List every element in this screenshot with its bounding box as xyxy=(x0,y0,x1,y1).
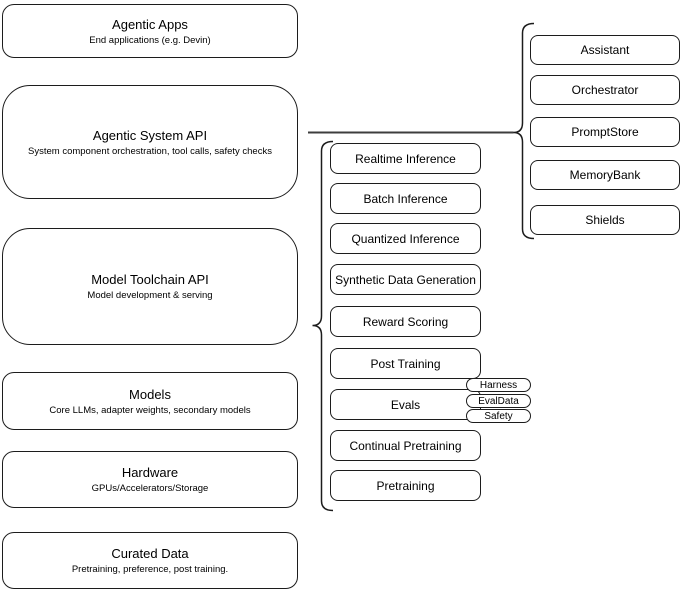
box-quantized-inference: Quantized Inference xyxy=(330,223,481,254)
box-agentic-system-api: Agentic System API System component orch… xyxy=(2,85,298,199)
box-reward-scoring: Reward Scoring xyxy=(330,306,481,337)
components-group-brace xyxy=(513,22,535,240)
box-subtitle: Model development & serving xyxy=(87,290,213,301)
box-pretraining: Pretraining xyxy=(330,470,481,501)
box-evals: Evals xyxy=(330,389,481,420)
box-label: Evals xyxy=(390,397,421,412)
pill-safety: Safety xyxy=(466,409,531,423)
box-title: Hardware xyxy=(121,465,179,480)
box-curated-data: Curated Data Pretraining, preference, po… xyxy=(2,532,298,589)
box-label: Continual Pretraining xyxy=(349,438,462,453)
box-title: Models xyxy=(129,386,171,402)
box-label: MemoryBank xyxy=(569,168,641,182)
box-subtitle: Pretraining, preference, post training. xyxy=(71,564,229,575)
box-subtitle: System component orchestration, tool cal… xyxy=(28,145,272,157)
box-label: Pretraining xyxy=(376,478,435,493)
box-memorybank: MemoryBank xyxy=(530,160,680,190)
box-title: Model Toolchain API xyxy=(91,272,209,287)
box-label: Realtime Inference xyxy=(355,151,456,166)
box-subtitle: End applications (e.g. Devin) xyxy=(89,34,211,46)
box-title: Agentic Apps xyxy=(112,16,188,32)
pill-label: Harness xyxy=(479,379,518,391)
box-label: Quantized Inference xyxy=(351,231,460,246)
box-label: PromptStore xyxy=(571,125,639,139)
box-batch-inference: Batch Inference xyxy=(330,183,481,214)
box-title: Curated Data xyxy=(111,546,189,561)
box-label: Post Training xyxy=(370,356,441,371)
box-model-toolchain-api: Model Toolchain API Model development & … xyxy=(2,228,298,345)
box-promptstore: PromptStore xyxy=(530,117,680,147)
box-subtitle: Core LLMs, adapter weights, secondary mo… xyxy=(49,404,251,416)
pill-harness: Harness xyxy=(466,378,531,392)
box-continual-pretraining: Continual Pretraining xyxy=(330,430,481,461)
box-synthetic-data-generation: Synthetic Data Generation xyxy=(330,264,481,295)
pill-evaldata: EvalData xyxy=(466,394,531,408)
box-label: Reward Scoring xyxy=(362,314,449,329)
box-subtitle: GPUs/Accelerators/Storage xyxy=(91,483,209,494)
box-label: Shields xyxy=(585,213,625,227)
box-post-training: Post Training xyxy=(330,348,481,379)
box-shields: Shields xyxy=(530,205,680,235)
toolchain-group-brace xyxy=(312,140,334,512)
box-label: Orchestrator xyxy=(571,83,639,97)
box-title: Agentic System API xyxy=(92,127,208,143)
box-models: Models Core LLMs, adapter weights, secon… xyxy=(2,372,298,430)
box-label: Batch Inference xyxy=(363,191,448,206)
box-label: Assistant xyxy=(580,43,630,57)
box-hardware: Hardware GPUs/Accelerators/Storage xyxy=(2,451,298,508)
box-orchestrator: Orchestrator xyxy=(530,75,680,105)
pill-label: Safety xyxy=(484,410,513,422)
box-realtime-inference: Realtime Inference xyxy=(330,143,481,174)
box-agentic-apps: Agentic Apps End applications (e.g. Devi… xyxy=(2,4,298,58)
pill-label: EvalData xyxy=(478,395,519,407)
box-assistant: Assistant xyxy=(530,35,680,65)
box-label: Synthetic Data Generation xyxy=(335,272,476,287)
